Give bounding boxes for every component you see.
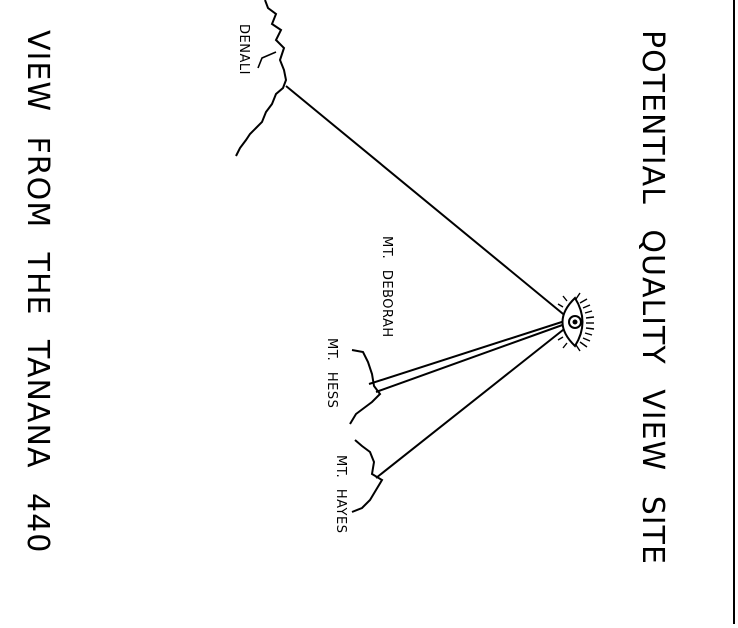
- eye-icon: [557, 292, 595, 352]
- label-mt-deborah: MT. DEBORAH: [379, 236, 394, 338]
- diagram-subtitle: VIEW FROM THE TANANA 440: [20, 30, 55, 554]
- hess-ridge: [349, 349, 382, 425]
- denali-spur: [257, 51, 277, 69]
- label-denali: DENALI: [236, 24, 251, 75]
- sightline-deborah: [368, 319, 569, 385]
- sightline-denali: [285, 85, 569, 319]
- eye-pupil: [572, 319, 578, 325]
- eyelashes: [557, 292, 595, 352]
- denali-ridge: [235, 0, 288, 157]
- eye-iris: [568, 315, 582, 329]
- diagram-title: POTENTIAL QUALITY VIEW SITE: [635, 30, 670, 565]
- sightline-hayes: [375, 325, 569, 479]
- sightline-hess: [375, 322, 569, 393]
- label-mt-hess: MT. HESS: [324, 338, 339, 409]
- label-mt-hayes: MT. HAYES: [333, 455, 348, 534]
